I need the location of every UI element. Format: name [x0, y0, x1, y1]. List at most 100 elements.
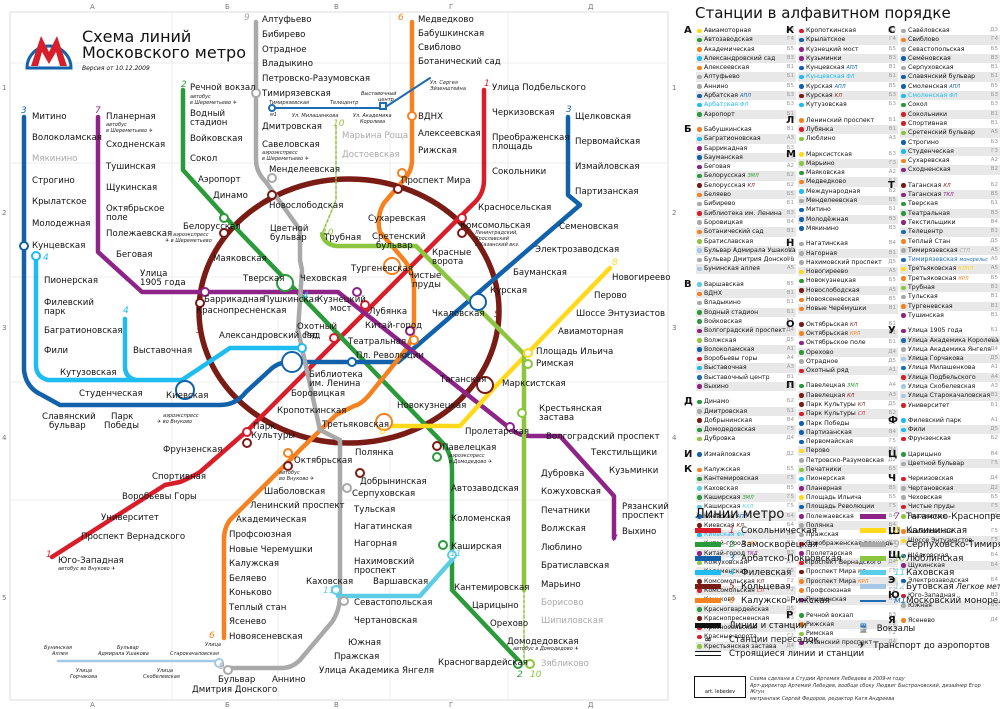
station-label[interactable]: Культуры — [251, 431, 295, 441]
station-label[interactable]: Автозаводская — [451, 484, 519, 494]
station-label[interactable]: Полянка — [355, 448, 393, 458]
station-label[interactable]: Южная — [348, 638, 381, 648]
station-label[interactable]: Лубянка — [369, 307, 407, 317]
station-label[interactable]: Бабушкинская — [418, 29, 484, 39]
station-label[interactable]: Текстильщики — [590, 448, 657, 458]
station-label[interactable]: Курская — [490, 286, 527, 296]
station-label[interactable]: Проспект Вернадского — [81, 532, 185, 542]
station-label[interactable]: Нагатинская — [354, 522, 412, 532]
station-label[interactable]: Перово — [594, 291, 627, 301]
butovo-station-label[interactable]: Адмирала Ушакова — [97, 651, 149, 657]
station-label[interactable]: Строгино — [32, 176, 75, 186]
station-label[interactable]: парк — [44, 307, 66, 317]
station-label[interactable]: Речной вокзал — [190, 83, 256, 93]
station-label[interactable]: Алексеевская — [418, 129, 481, 139]
station-label[interactable]: Теплый стан — [228, 603, 286, 613]
station-label[interactable]: Сокольники — [492, 167, 546, 177]
butovo-station-label[interactable]: Бульвар — [117, 645, 139, 651]
station-label[interactable]: Тургеневская — [350, 264, 413, 274]
station-label[interactable]: Кузьминки — [609, 466, 658, 476]
station-label[interactable]: Воробьевы Горы — [122, 492, 197, 502]
station-label[interactable]: Кунцевская — [32, 241, 85, 251]
station-label[interactable]: Площадь Ильича — [536, 347, 613, 357]
station-label[interactable]: Профсоюзная — [229, 530, 291, 540]
station-label[interactable]: Красногвардейская — [438, 658, 528, 668]
station-label[interactable]: Алтуфьево — [262, 15, 312, 25]
monorail-station-label[interactable]: Ул. Сергея — [430, 80, 458, 86]
station-label[interactable]: Шаболовская — [264, 487, 325, 497]
station-label[interactable]: Ряд — [304, 331, 320, 341]
station-label[interactable]: Тушинская — [105, 162, 156, 172]
station-label[interactable]: Люблино — [541, 543, 582, 553]
station-label[interactable]: Сходненская — [106, 140, 165, 150]
station-label[interactable]: Крылатское — [32, 197, 87, 207]
station-label[interactable]: Новогиреево — [612, 273, 671, 283]
station-label[interactable]: Каширская — [451, 542, 502, 552]
station-label[interactable]: Аэропорт — [198, 175, 241, 185]
station-label[interactable]: мост — [330, 304, 351, 314]
station-label[interactable]: Крестьянская — [539, 404, 602, 414]
station-label[interactable]: Александровский сад — [219, 331, 318, 341]
station-label[interactable]: Улица — [140, 269, 167, 279]
station-label[interactable]: пруды — [412, 280, 441, 290]
station-label[interactable]: Электрозаводская — [535, 245, 619, 255]
station-label[interactable]: Спортивная — [152, 472, 206, 482]
station-label[interactable]: Тимирязевская — [261, 89, 331, 99]
station-label[interactable]: Ботанический сад — [418, 57, 501, 67]
station-label[interactable]: Боровицкая — [291, 389, 345, 399]
station-label[interactable]: Пионерская — [44, 276, 98, 286]
planned-station-label[interactable]: Достоевская — [342, 150, 400, 160]
planned-station-label[interactable]: Мякинино — [32, 154, 77, 164]
